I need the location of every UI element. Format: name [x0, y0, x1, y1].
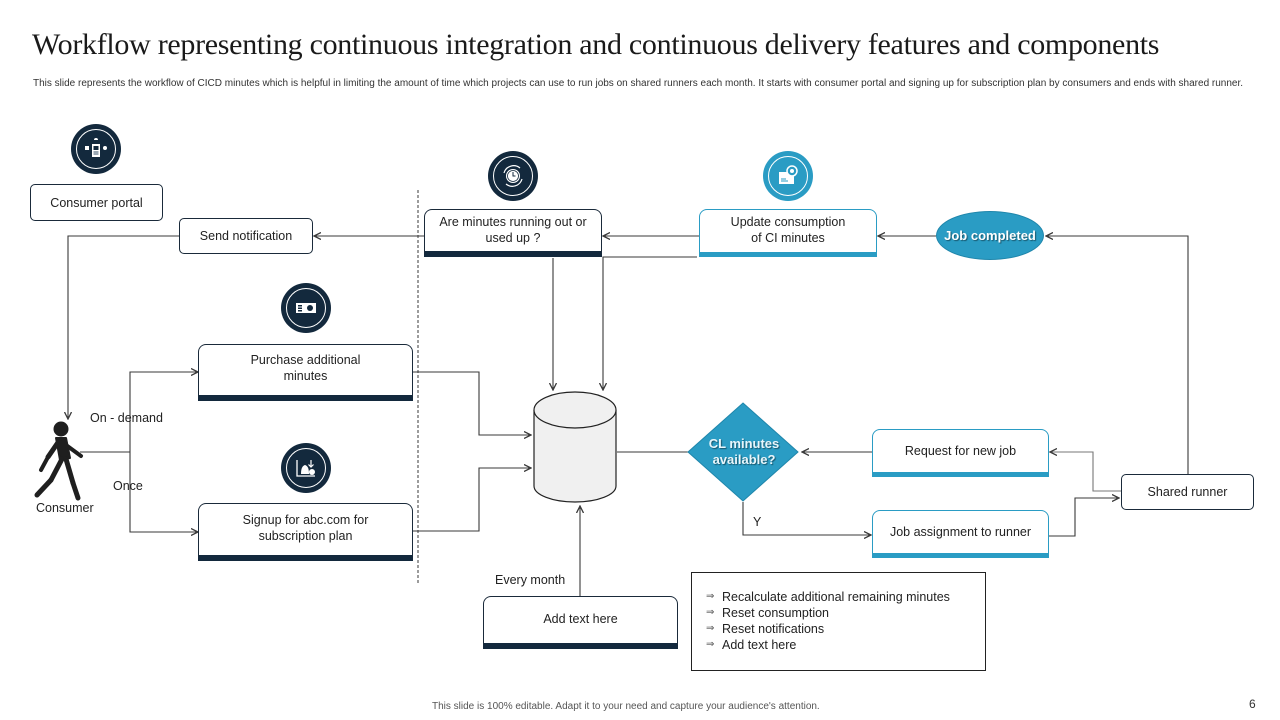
signup-box[interactable]: Signup for abc.com for subscription plan — [198, 503, 413, 561]
footer-note: This slide is 100% editable. Adapt it to… — [432, 701, 820, 712]
update-consumption-box[interactable]: Update consumption of CI minutes — [699, 209, 877, 257]
slide-subtitle: This slide represents the workflow of CI… — [33, 78, 1244, 89]
list-item: ⇒Reset consumption — [706, 606, 830, 620]
every-month-label: Every month — [495, 573, 566, 587]
send-notification-box[interactable]: Send notification — [179, 218, 313, 254]
edge-diamond-to-assignment — [742, 502, 871, 535]
job-assignment-box[interactable]: Job assignment to runner — [872, 510, 1049, 558]
edge-assignment-to-runner — [1049, 498, 1119, 537]
arrow-bullet-icon: ⇒ — [706, 639, 715, 650]
edge-notification-to-consumer — [68, 235, 180, 419]
arrow-bullet-icon: ⇒ — [706, 591, 715, 602]
on-demand-label: On - demand — [90, 411, 163, 425]
edge-signup-to-db — [413, 468, 531, 532]
bell-download-icon — [281, 443, 331, 493]
walking-person-icon — [34, 421, 83, 501]
ticket-coin-icon — [281, 283, 331, 333]
arrow-bullet-icon: ⇒ — [706, 607, 715, 618]
yes-label: Y — [753, 515, 762, 529]
decision-diamond — [687, 402, 799, 502]
arrow-bullet-icon: ⇒ — [706, 623, 715, 634]
portal-devices-icon — [71, 124, 121, 174]
cl-minutes-available-label: CL minutes available? — [708, 436, 780, 467]
edge-update-to-db — [603, 256, 697, 390]
page-number: 6 — [1249, 697, 1256, 711]
slide-title: Workflow representing continuous integra… — [32, 28, 1160, 61]
clock-refresh-icon — [488, 151, 538, 201]
edge-purchase-to-db — [413, 371, 531, 435]
add-text-box[interactable]: Add text here — [483, 596, 678, 649]
list-item: ⇒Recalculate additional remaining minute… — [706, 590, 950, 604]
document-gear-icon — [763, 151, 813, 201]
edge-runner-to-request — [1050, 452, 1121, 492]
once-label: Once — [113, 479, 143, 493]
list-item: ⇒Add text here — [706, 638, 797, 652]
purchase-minutes-box[interactable]: Purchase additional minutes — [198, 344, 413, 401]
shared-runner-box[interactable]: Shared runner — [1121, 474, 1254, 510]
consumer-label: Consumer — [36, 501, 94, 515]
list-item: ⇒Reset notifications — [706, 622, 825, 636]
request-new-job-box[interactable]: Request for new job — [872, 429, 1049, 477]
edge-consumer-to-purchase — [129, 372, 198, 452]
consumer-portal-box[interactable]: Consumer portal — [30, 184, 163, 221]
database-cylinder — [533, 391, 617, 503]
minutes-running-out-box[interactable]: Are minutes running out or used up ? — [424, 209, 602, 257]
edge-runner-to-job-completed — [1046, 236, 1189, 474]
edge-consumer-to-signup — [129, 452, 198, 532]
monthly-actions-box: ⇒Recalculate additional remaining minute… — [691, 572, 986, 671]
job-completed-node[interactable]: Job completed — [936, 211, 1044, 260]
